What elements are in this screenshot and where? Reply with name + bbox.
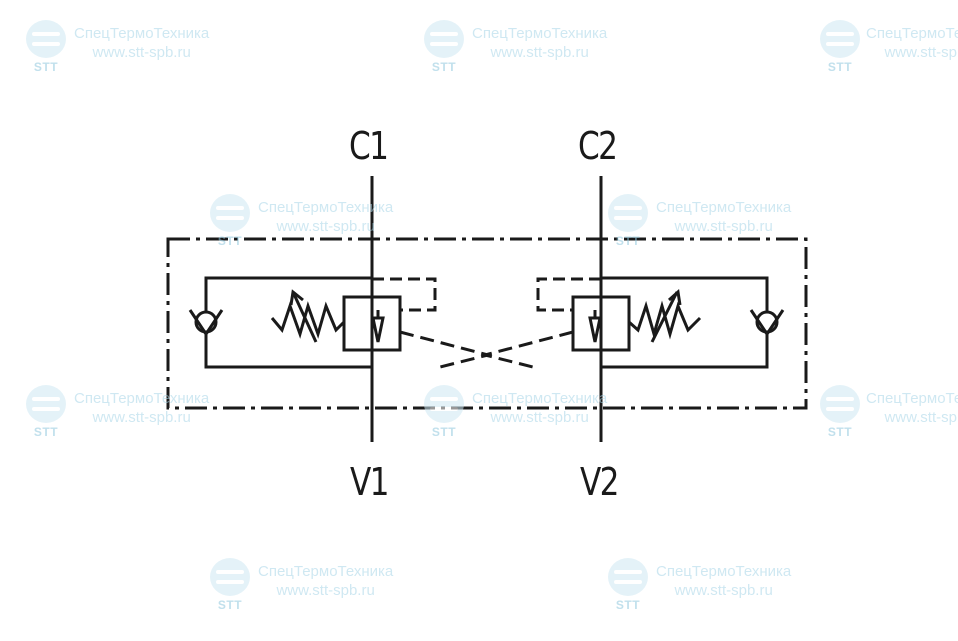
stt-wave-logo-icon: [608, 194, 648, 232]
valve-enclosure-boundary: [166, 237, 808, 410]
left-circuit-bottom: [204, 333, 372, 369]
stt-wave-logo-icon: [210, 558, 250, 596]
stt-wave-logo-icon: [26, 385, 66, 423]
right-circuit-top: [601, 276, 769, 311]
cross-pilot-line-left: [399, 330, 489, 369]
left-circuit-top: [204, 276, 372, 311]
left-check-valve-icon: [188, 309, 224, 337]
right-adjust-arrow-icon: [650, 291, 679, 343]
right-check-valve-icon: [749, 309, 785, 337]
cross-pilot-line-right: [484, 330, 574, 369]
right-pilot-line: [536, 277, 601, 312]
left-pilot-line: [372, 277, 437, 312]
left-flow-arrow-icon: [371, 310, 385, 343]
stt-wave-logo-icon: [26, 20, 66, 58]
stt-wave-logo-icon: [210, 194, 250, 232]
stt-wave-logo-icon: [820, 385, 860, 423]
left-spring-icon: [270, 301, 346, 339]
port-label-v1: V1: [350, 460, 390, 504]
stt-wave-logo-icon: [424, 385, 464, 423]
port-label-c1: C1: [349, 124, 389, 168]
port-label-v2: V2: [580, 460, 620, 504]
right-flow-arrow-icon: [588, 310, 602, 343]
left-adjust-arrow-icon: [291, 291, 318, 343]
stt-wave-logo-icon: [424, 20, 464, 58]
stt-wave-logo-icon: [820, 20, 860, 58]
right-circuit-bottom: [601, 333, 769, 369]
stt-wave-logo-icon: [608, 558, 648, 596]
right-spring-icon: [628, 300, 702, 340]
port-label-c2: C2: [578, 124, 618, 168]
